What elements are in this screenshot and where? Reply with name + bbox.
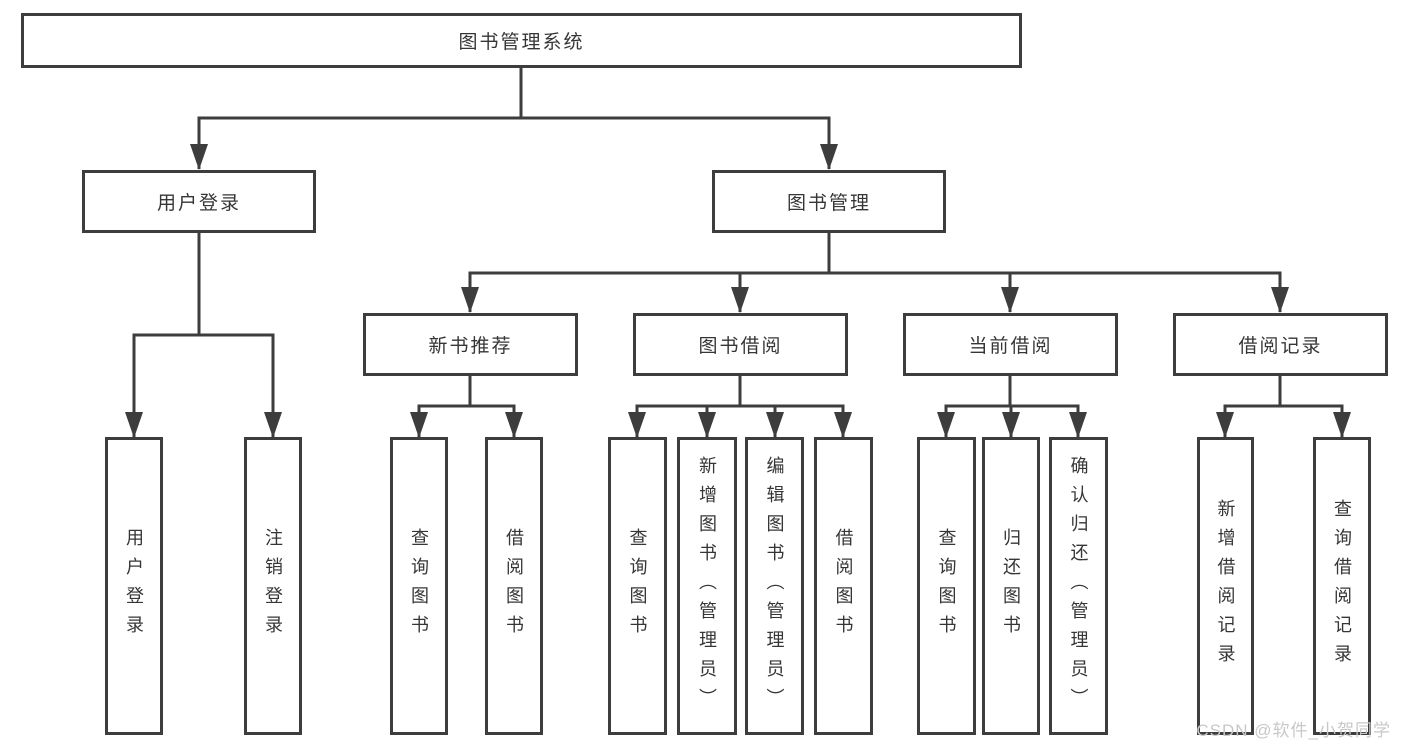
leaf-logout: 注销登录 xyxy=(244,437,302,735)
connector-user-login-children xyxy=(125,233,282,438)
node-current-borrow: 当前借阅 xyxy=(903,313,1118,376)
node-book-borrow-label: 图书借阅 xyxy=(698,336,783,357)
leaf-user-login-label: 用户登录 xyxy=(124,528,144,644)
leaf-cur-query-books-label: 查询图书 xyxy=(936,528,957,644)
leaf-cur-confirm-return-admin-label: 确认归还（管理员） xyxy=(1068,455,1089,717)
leaf-cur-confirm-return-admin: 确认归还（管理员） xyxy=(1049,437,1108,735)
connector-borrow-records-children xyxy=(1216,376,1351,438)
node-book-mgmt: 图书管理 xyxy=(712,170,946,233)
leaf-rec-query-books-label: 查询图书 xyxy=(409,528,429,644)
leaf-rec-query-books: 查询图书 xyxy=(390,437,448,735)
leaf-rec-add-record-label: 新增借阅记录 xyxy=(1215,499,1236,673)
node-borrow-records-label: 借阅记录 xyxy=(1238,336,1323,357)
leaf-user-login: 用户登录 xyxy=(105,437,163,735)
leaf-rec-query-record: 查询借阅记录 xyxy=(1313,437,1371,735)
leaf-rec-query-record-label: 查询借阅记录 xyxy=(1332,499,1352,673)
leaf-bor-edit-books-admin-label: 编辑图书（管理员） xyxy=(764,455,785,717)
connector-current-borrow-children xyxy=(937,376,1087,438)
leaf-rec-borrow-books-label: 借阅图书 xyxy=(504,528,524,644)
leaf-cur-return-books-label: 归还图书 xyxy=(1001,528,1021,644)
node-borrow-records: 借阅记录 xyxy=(1173,313,1388,376)
connector-new-book-rec-children xyxy=(410,376,523,438)
leaf-bor-query-books-label: 查询图书 xyxy=(627,528,648,644)
node-current-borrow-label: 当前借阅 xyxy=(968,336,1053,357)
node-root-label: 图书管理系统 xyxy=(458,32,585,53)
node-root: 图书管理系统 xyxy=(21,13,1022,68)
leaf-bor-query-books: 查询图书 xyxy=(608,437,667,735)
leaf-bor-borrow-books: 借阅图书 xyxy=(814,437,873,735)
node-new-book-rec: 新书推荐 xyxy=(363,313,578,376)
leaf-bor-add-books-admin-label: 新增图书（管理员） xyxy=(697,455,717,717)
leaf-logout-label: 注销登录 xyxy=(263,528,283,644)
connector-root-to-level2 xyxy=(190,68,838,170)
leaf-bor-edit-books-admin: 编辑图书（管理员） xyxy=(745,437,804,735)
leaf-bor-borrow-books-label: 借阅图书 xyxy=(833,528,854,644)
leaf-cur-return-books: 归还图书 xyxy=(982,437,1040,735)
node-book-borrow: 图书借阅 xyxy=(633,313,848,376)
connector-book-mgmt-children xyxy=(461,233,1289,313)
node-book-mgmt-label: 图书管理 xyxy=(786,193,871,214)
leaf-rec-borrow-books: 借阅图书 xyxy=(485,437,543,735)
node-new-book-rec-label: 新书推荐 xyxy=(428,336,513,357)
csdn-watermark: CSDN @软件_小贺同学 xyxy=(1196,721,1391,740)
leaf-rec-add-record: 新增借阅记录 xyxy=(1197,437,1254,735)
node-user-login: 用户登录 xyxy=(82,170,316,233)
connector-book-borrow-children xyxy=(628,376,852,438)
leaf-cur-query-books: 查询图书 xyxy=(917,437,976,735)
leaf-bor-add-books-admin: 新增图书（管理员） xyxy=(677,437,737,735)
node-user-login-label: 用户登录 xyxy=(156,193,241,214)
